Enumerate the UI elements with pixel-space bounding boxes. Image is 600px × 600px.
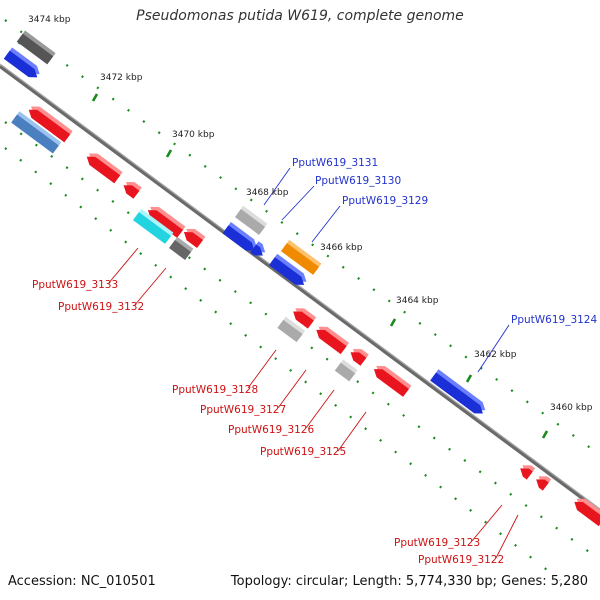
label-leader-line — [107, 247, 139, 285]
gene-feature[interactable] — [277, 316, 305, 343]
gene-feature[interactable] — [3, 47, 43, 81]
label-leader-line — [337, 411, 367, 452]
gene-feature[interactable] — [571, 495, 600, 527]
label-leader-line — [495, 514, 519, 559]
gene-feature[interactable] — [533, 472, 552, 491]
gene-feature[interactable] — [334, 359, 358, 382]
gene-feature[interactable] — [268, 253, 309, 289]
gene-label[interactable]: PputW619_3127 — [200, 404, 286, 416]
gene-label[interactable]: PputW619_3131 — [292, 157, 378, 169]
scale-dotted-line — [4, 147, 561, 581]
map-title: Pseudomonas putida W619, complete genome — [136, 8, 464, 24]
label-leader-line — [311, 205, 341, 243]
gene-feature[interactable] — [234, 205, 268, 235]
gene-label[interactable]: PputW619_3132 — [58, 301, 144, 313]
gene-feature[interactable] — [145, 203, 186, 238]
label-leader-line — [133, 267, 167, 307]
gene-feature[interactable] — [222, 222, 260, 255]
genome-backbone — [0, 64, 600, 513]
gene-feature[interactable] — [84, 149, 123, 184]
gene-feature[interactable] — [371, 362, 412, 397]
gene-feature[interactable] — [11, 111, 62, 154]
scale-dotted-line — [4, 19, 600, 456]
gene-feature[interactable] — [348, 345, 369, 366]
tick-mark — [165, 149, 173, 158]
gene-feature[interactable] — [250, 241, 268, 259]
tick-label: 3474 kbp — [28, 15, 71, 25]
gene-label[interactable]: PputW619_3130 — [315, 175, 401, 187]
gene-feature[interactable] — [121, 178, 142, 199]
genome-summary-text: Topology: circular; Length: 5,774,330 bp… — [230, 574, 588, 589]
scale-dotted-line — [4, 121, 600, 561]
gene-feature[interactable] — [181, 225, 206, 248]
tick-label: 3460 kbp — [550, 403, 593, 413]
gene-label[interactable]: PputW619_3125 — [260, 446, 346, 458]
gene-label[interactable]: PputW619_3129 — [342, 195, 428, 207]
gene-label[interactable]: PputW619_3126 — [228, 424, 314, 436]
label-leader-line — [277, 369, 307, 409]
tick-label: 3468 kbp — [246, 188, 289, 198]
accession-text: Accession: NC_010501 — [8, 574, 156, 589]
gene-label[interactable]: PputW619_3122 — [418, 554, 504, 566]
gene-feature[interactable] — [132, 208, 174, 244]
gene-feature[interactable] — [280, 239, 322, 275]
label-leader-line — [477, 324, 510, 373]
tick-mark — [465, 374, 473, 383]
label-leader-line — [247, 349, 277, 389]
tick-label: 3466 kbp — [320, 243, 363, 253]
gene-feature[interactable] — [430, 369, 488, 417]
tick-label: 3464 kbp — [396, 296, 439, 306]
label-leader-line — [281, 185, 315, 221]
gene-feature[interactable] — [168, 236, 194, 260]
label-leader-line — [471, 504, 503, 542]
label-leader-line — [305, 389, 335, 429]
tick-mark — [91, 93, 99, 102]
tick-mark — [389, 318, 397, 327]
tick-label: 3470 kbp — [172, 130, 215, 140]
tick-label: 3462 kbp — [474, 350, 517, 360]
tick-label: 3472 kbp — [100, 73, 143, 83]
gene-feature[interactable] — [517, 461, 536, 480]
gene-label[interactable]: PputW619_3124 — [511, 314, 597, 326]
gene-feature[interactable] — [313, 323, 350, 355]
gene-feature[interactable] — [290, 304, 317, 329]
gene-feature[interactable] — [26, 102, 73, 143]
gene-label[interactable]: PputW619_3128 — [172, 384, 258, 396]
gene-label[interactable]: PputW619_3123 — [394, 537, 480, 549]
gene-label[interactable]: PputW619_3133 — [32, 279, 118, 291]
gene-feature[interactable] — [16, 30, 56, 65]
tick-mark — [541, 430, 549, 439]
label-leader-line — [263, 167, 291, 206]
